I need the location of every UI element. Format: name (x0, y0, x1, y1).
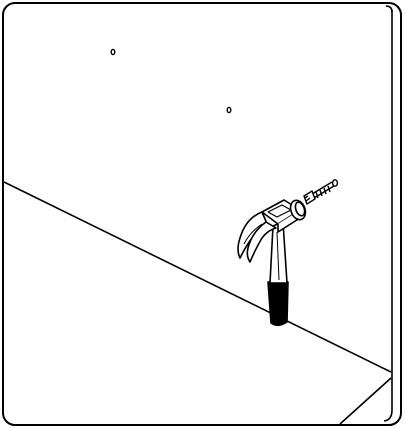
wall-base-line (3, 181, 392, 373)
panel-side-edge (383, 5, 393, 422)
wall-anchor-icon (303, 179, 339, 206)
hammer-grip (267, 281, 289, 327)
floor-diagonal-line (339, 377, 392, 425)
pilot-holes (110, 48, 232, 114)
hammer-icon (237, 199, 307, 327)
pilot-hole-2 (226, 106, 232, 114)
pilot-hole-1 (110, 48, 116, 56)
wall-floor-corner (3, 181, 392, 425)
illustration-frame (2, 2, 402, 426)
